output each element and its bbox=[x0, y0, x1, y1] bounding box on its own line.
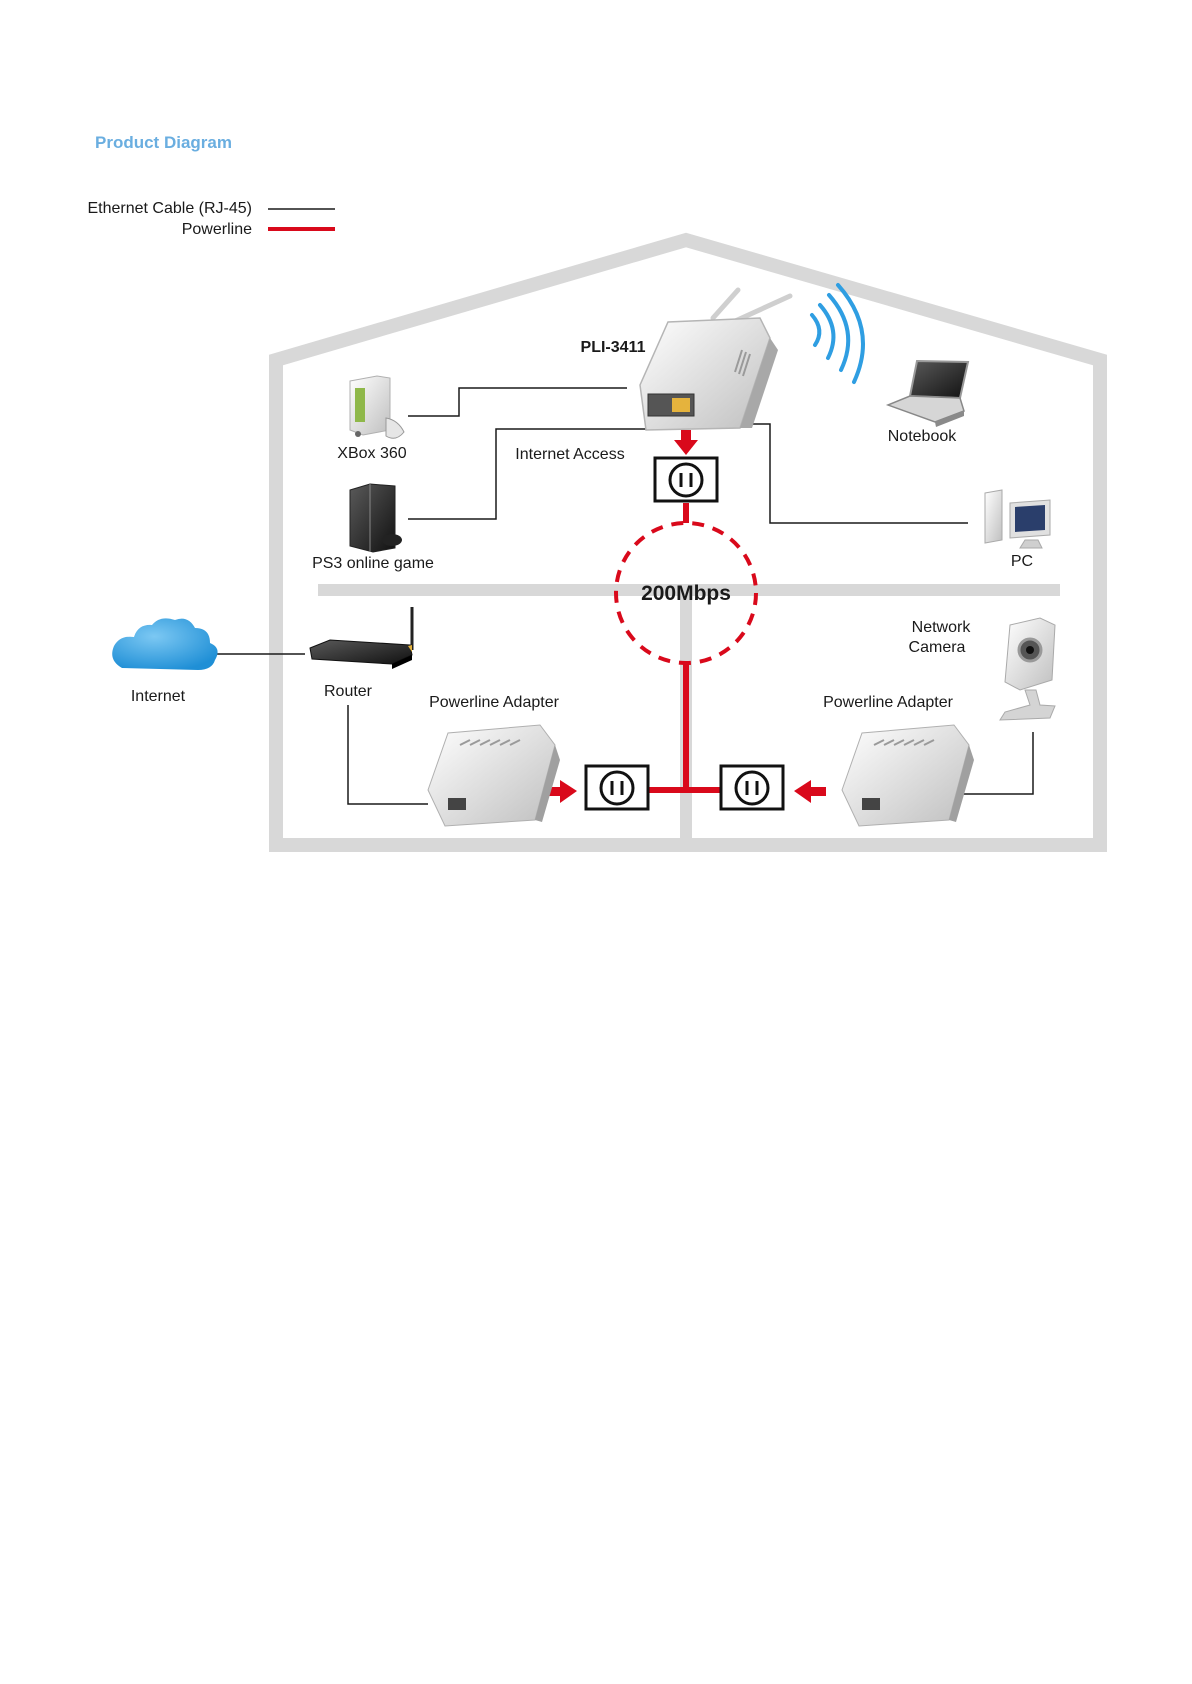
arrow-left-icon bbox=[794, 780, 826, 803]
powerline-adapter-right-label: Powerline Adapter bbox=[823, 694, 954, 711]
internet-label: Internet bbox=[131, 688, 186, 705]
page-title: Product Diagram bbox=[95, 133, 232, 152]
arrow-down-icon bbox=[674, 430, 698, 455]
cable-xbox bbox=[408, 388, 627, 416]
legend: Ethernet Cable (RJ-45) Powerline bbox=[87, 200, 335, 238]
notebook-device bbox=[888, 361, 968, 427]
cable-ps3 bbox=[408, 429, 646, 519]
legend-ethernet-label: Ethernet Cable (RJ-45) bbox=[87, 200, 252, 217]
powerline-adapter-left-label: Powerline Adapter bbox=[429, 694, 560, 711]
powerline-adapter-left-device bbox=[428, 725, 560, 826]
antenna-left bbox=[713, 290, 738, 318]
wifi-signal-icon bbox=[812, 285, 863, 382]
router-device bbox=[310, 607, 412, 669]
outlet-top bbox=[655, 458, 717, 501]
cloud-icon bbox=[112, 618, 217, 670]
notebook-label: Notebook bbox=[888, 428, 957, 445]
ps3-device bbox=[350, 484, 402, 552]
outlet-left bbox=[586, 766, 648, 809]
router-label: Router bbox=[324, 683, 373, 700]
pli-3411-device bbox=[640, 290, 790, 430]
pc-device bbox=[985, 490, 1050, 548]
pc-label: PC bbox=[1011, 553, 1033, 570]
legend-powerline-label: Powerline bbox=[182, 221, 252, 238]
xbox-label: XBox 360 bbox=[337, 445, 406, 462]
speed-label: 200Mbps bbox=[641, 582, 731, 605]
network-camera-label-line1: Network bbox=[912, 619, 972, 636]
internet-access-label: Internet Access bbox=[515, 446, 624, 463]
xbox-360-device bbox=[350, 376, 404, 438]
network-camera-label-line2: Camera bbox=[909, 639, 966, 656]
cable-router bbox=[348, 705, 428, 804]
network-camera-device bbox=[1000, 618, 1055, 720]
powerline-adapter-right-device bbox=[842, 725, 974, 826]
ps3-label: PS3 online game bbox=[312, 555, 434, 572]
outlet-right bbox=[721, 766, 783, 809]
pli-3411-label: PLI-3411 bbox=[581, 339, 646, 356]
